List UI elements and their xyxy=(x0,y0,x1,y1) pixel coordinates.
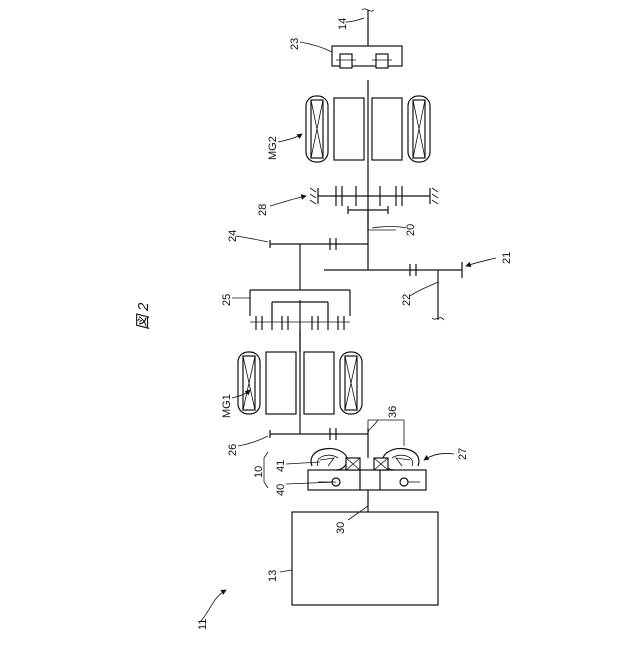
label-14: 14 xyxy=(337,18,349,30)
figure-title: 図 2 xyxy=(135,302,152,330)
label-25: 25 xyxy=(221,294,233,306)
label-11: 11 xyxy=(197,619,209,630)
label-36: 36 xyxy=(387,406,399,418)
label-23: 23 xyxy=(289,38,301,50)
label-20: 20 xyxy=(405,224,417,236)
clutch-23 xyxy=(332,46,402,68)
label-24: 24 xyxy=(227,230,239,242)
label-13: 13 xyxy=(267,570,279,582)
engine-block xyxy=(292,512,438,605)
label-30: 30 xyxy=(335,522,347,534)
label-mg1: MG1 xyxy=(221,394,233,418)
gear-pair-24 xyxy=(270,238,368,290)
damper-unit-27 xyxy=(308,448,426,490)
output-gear-21-22 xyxy=(324,262,462,320)
label-21: 21 xyxy=(501,252,513,264)
label-27: 27 xyxy=(457,448,469,460)
label-10: 10 xyxy=(253,466,265,478)
label-26: 26 xyxy=(227,444,239,456)
label-28: 28 xyxy=(257,204,269,216)
brake-28 xyxy=(310,186,438,230)
label-mg2: MG2 xyxy=(267,136,279,160)
label-41: 41 xyxy=(275,460,287,472)
label-40: 40 xyxy=(275,484,287,496)
gear-pair-26 xyxy=(270,428,368,440)
label-22: 22 xyxy=(401,294,413,306)
